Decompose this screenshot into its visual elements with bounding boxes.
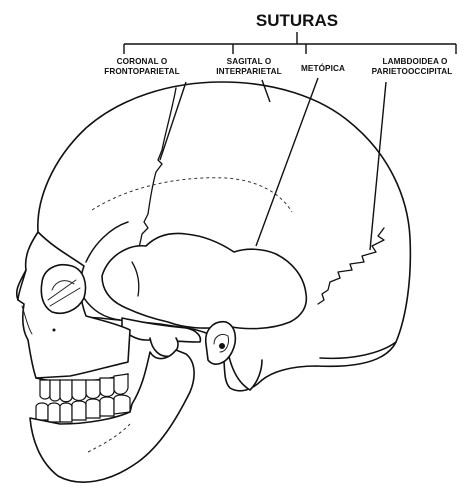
diagram-title: SUTURAS <box>256 11 338 30</box>
label-lambdoidea-line1: LAMBDOIDEA O <box>382 57 448 66</box>
label-coronal-line2: FRONTOPARIETAL <box>104 67 180 76</box>
label-metopica: METÓPICA <box>301 62 345 73</box>
label-sagital-line1: SAGITAL O <box>227 57 272 66</box>
label-lambdoidea-line2: PARIETOOCCIPITAL <box>372 67 453 76</box>
skull-illustration <box>17 82 411 482</box>
label-bracket <box>124 32 456 54</box>
label-coronal-line1: CORONAL O <box>117 57 168 66</box>
label-sagital-line2: INTERPARIETAL <box>216 67 282 76</box>
